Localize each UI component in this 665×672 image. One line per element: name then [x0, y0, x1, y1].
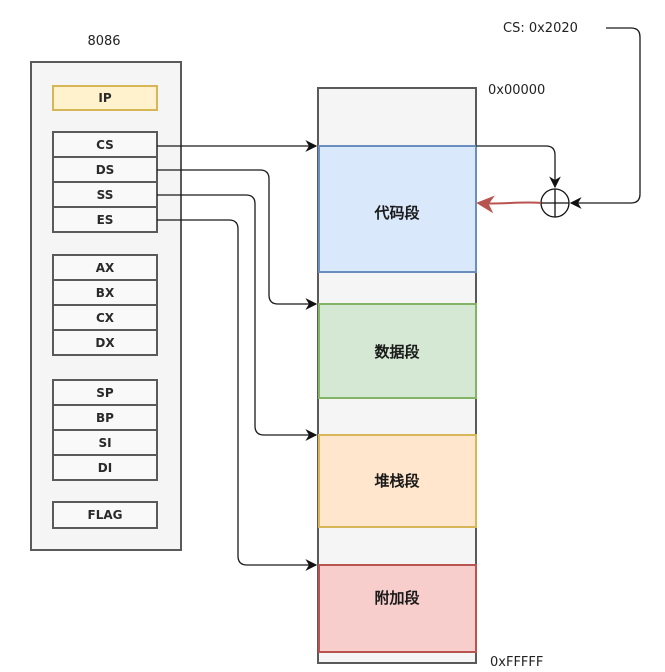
register-label: SS: [97, 188, 114, 202]
segment-label: 数据段: [374, 343, 419, 361]
segment-register-group: CS DS SS ES: [52, 131, 158, 233]
register-label: FLAG: [88, 508, 123, 522]
segment-label: 堆栈段: [374, 472, 419, 490]
register-bx: [52, 279, 158, 306]
arrow-adder-to-code-segment: [476, 195, 542, 214]
segment-code: 代码段: [318, 145, 477, 273]
segment-data: 数据段: [318, 303, 477, 399]
register-dx: [52, 329, 158, 356]
register-label: AX: [96, 261, 115, 275]
register-label: BP: [96, 411, 114, 425]
cpu-title: 8086: [87, 34, 120, 49]
register-label: DX: [95, 336, 115, 350]
cpu-panel: 8086 IP CS DS SS ES AX BX CX DX: [30, 34, 182, 551]
memory-column: 0x00000 0xFFFFF 代码段 数据段 堆栈段 附加段: [317, 83, 545, 670]
register-label: CS: [96, 138, 114, 152]
register-label: CX: [96, 311, 115, 325]
arrow-code-base-to-adder: [476, 145, 561, 189]
segment-block: [318, 145, 477, 273]
segment-block: [318, 303, 477, 399]
adder-icon: [540, 188, 570, 218]
register-label: BX: [96, 286, 115, 300]
register-ip: IP: [52, 85, 158, 111]
arrow-ds-to-data: [157, 169, 318, 310]
register-label: SP: [96, 386, 114, 400]
register-label: DI: [98, 461, 112, 475]
general-register-group: AX BX CX DX: [52, 254, 158, 356]
pointer-register-group: SP BP SI DI: [52, 379, 158, 481]
register-label: IP: [98, 91, 111, 105]
end-address-label: 0xFFFFF: [490, 655, 543, 670]
cs-offset-label: CS: 0x2020: [503, 21, 578, 36]
arrow-ss-to-stack: [157, 194, 318, 441]
register-flag: FLAG: [52, 501, 158, 529]
register-label: SI: [98, 436, 111, 450]
register-sp: [52, 379, 158, 406]
segment-block: [318, 434, 477, 528]
segment-label: 代码段: [373, 204, 419, 222]
register-di: [52, 454, 158, 481]
segment-block: [318, 564, 477, 653]
arrow-cs-offset-to-adder: [569, 27, 641, 209]
segment-label: 附加段: [374, 589, 419, 607]
arrow-es-to-extra: [157, 219, 318, 571]
register-label: ES: [97, 213, 114, 227]
register-label: DS: [96, 163, 115, 177]
segment-stack: 堆栈段: [318, 434, 477, 528]
segment-extra: 附加段: [318, 564, 477, 653]
start-address-label: 0x00000: [488, 83, 545, 98]
